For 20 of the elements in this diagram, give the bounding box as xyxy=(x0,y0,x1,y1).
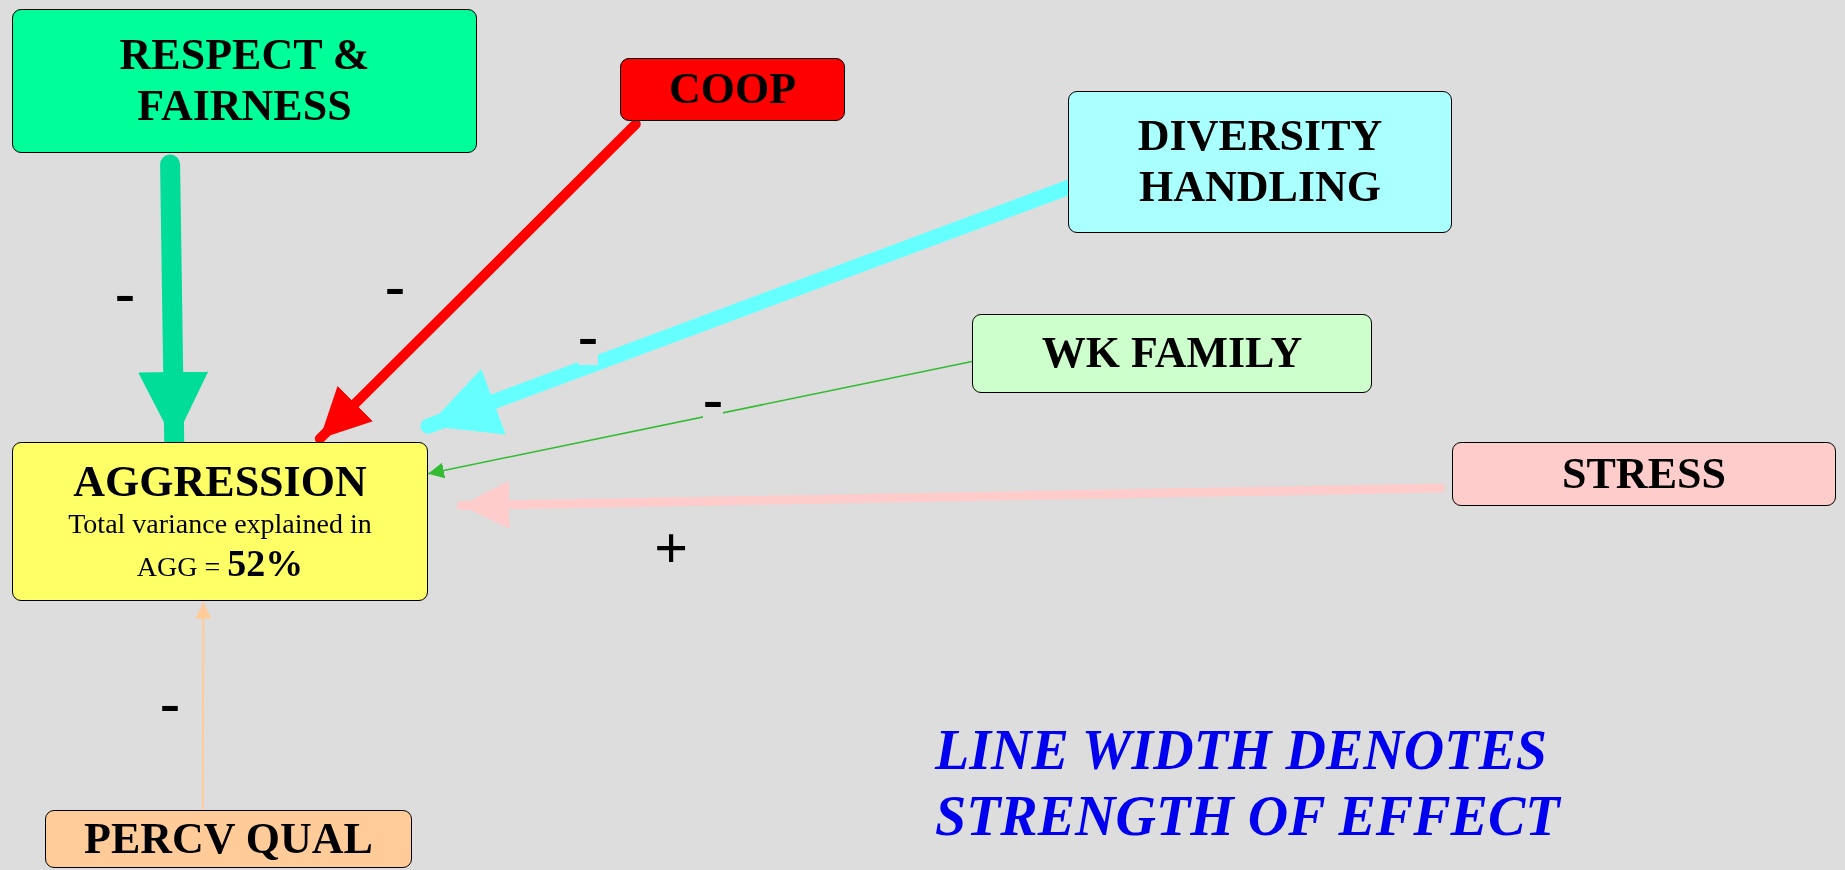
arrow xyxy=(456,480,1445,529)
factor-name: AGGRESSION xyxy=(73,456,367,508)
factor-name: PERCV QUAL xyxy=(84,813,373,865)
note-text: LINE WIDTH DENOTES STRENGTH OF EFFECT xyxy=(935,718,1563,849)
factor-name: WK FAMILY xyxy=(1041,328,1303,379)
factor-box xyxy=(972,314,1372,393)
factor-box xyxy=(12,9,477,153)
factor-name: COOP xyxy=(668,64,797,115)
variance-note: Total variance explained in AGG = 52% xyxy=(67,507,373,586)
factor-box xyxy=(1068,91,1452,233)
factor-box xyxy=(620,58,845,121)
factor-name: STRESS xyxy=(1562,448,1726,500)
factor-name: RESPECT & FAIRNESS xyxy=(118,30,371,132)
factor-name: DIVERSITY HANDLING xyxy=(1136,111,1384,213)
arrow xyxy=(195,601,212,811)
factor-box xyxy=(45,810,412,868)
factor-box xyxy=(1452,442,1836,506)
arrow xyxy=(427,360,973,479)
arrow xyxy=(314,119,641,444)
factor-box xyxy=(12,442,428,601)
